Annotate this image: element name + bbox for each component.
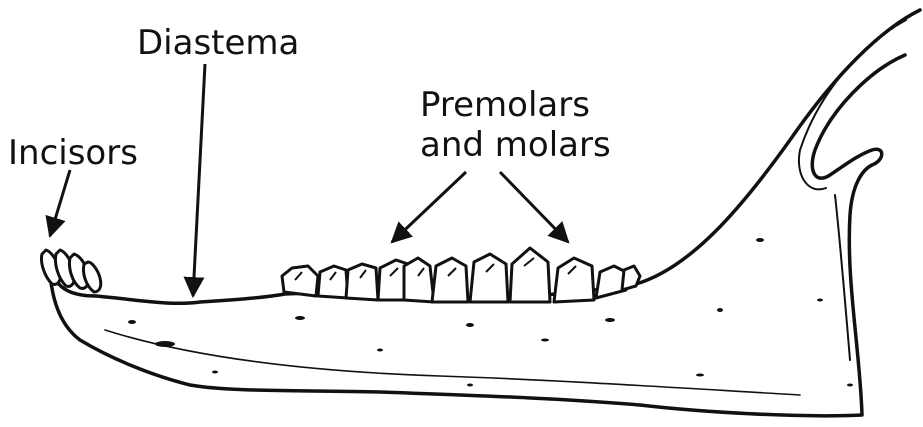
premolars-arrow-right	[500, 172, 568, 242]
premolars-label-line1: Premolars	[420, 85, 590, 125]
incisors-arrow	[50, 170, 70, 236]
diastema-label: Diastema	[137, 23, 299, 63]
incisors-label: Incisors	[8, 133, 138, 173]
diastema-arrow	[193, 64, 205, 296]
premolars-label-line2: and molars	[420, 125, 611, 165]
premolars-arrow-left	[392, 172, 466, 242]
cheek-teeth	[282, 248, 640, 302]
mandible-bone	[50, 10, 920, 416]
